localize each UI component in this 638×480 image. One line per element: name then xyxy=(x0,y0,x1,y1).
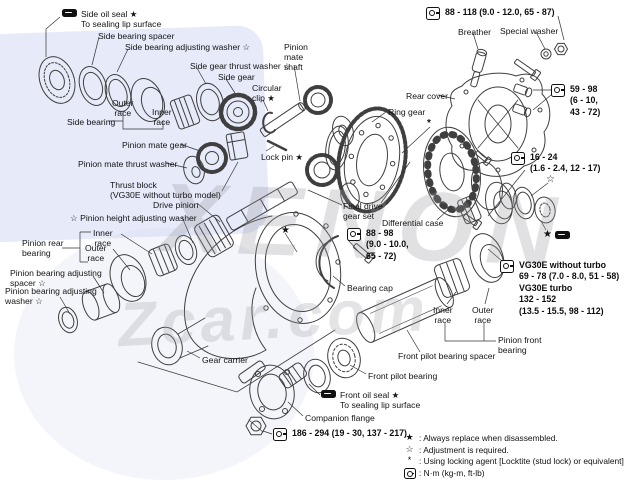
legend-text: : N·m (kg-m, ft-lb) xyxy=(419,467,485,478)
torque-88-118: 88 - 118 (9.0 - 12.0, 65 - 87) xyxy=(426,7,555,20)
label-pinion-rear-bearing: Pinion rear bearing xyxy=(22,238,64,259)
torque-value: VG30E without turbo 69 - 78 (7.0 - 8.0, … xyxy=(519,260,620,316)
label-pinion-mate-gear: Pinion mate gear xyxy=(122,140,187,150)
label-lock-pin: Lock pin ★ xyxy=(261,152,304,162)
label-companion-flange: Companion flange xyxy=(305,413,375,423)
label-bearing-cap: Bearing cap xyxy=(347,283,393,293)
filled-star-symbol: ★ xyxy=(405,432,414,442)
torque-value: 186 - 294 (19 - 30, 137 - 217) xyxy=(292,428,407,438)
label-side-bearing-adjusting-washer: Side bearing adjusting washer ☆ xyxy=(125,42,251,52)
label-pinion-mate-shaft: Pinion mate shaft xyxy=(284,42,308,73)
label-pinion-mate-thrust-washer: Pinion mate thrust washer xyxy=(78,159,178,169)
replace-lube-callout: ★ xyxy=(543,230,570,240)
legend-text: : Always replace when disassembled. xyxy=(419,433,558,443)
label-gear-carrier: Gear carrier xyxy=(202,355,248,365)
label-side-oil-seal: Side oil seal ★ To sealing lip surface xyxy=(81,9,162,30)
torque-value: 88 - 118 (9.0 - 12.0, 65 - 87) xyxy=(445,7,555,17)
label-side-bearing: Side bearing xyxy=(67,117,116,127)
label-side-gear-thrust-washer: Side gear thrust washer ☆ xyxy=(190,61,291,71)
locking-agent-asterisk: * xyxy=(427,118,431,129)
label-pinion-height-adjusting-washer: ☆ Pinion height adjusting washer xyxy=(70,213,197,223)
label-outer-race-front: Outer race xyxy=(472,305,494,326)
label-pinion-bearing-adjusting-washer: Pinion bearing adjusting washer ☆ xyxy=(5,286,97,307)
asterisk-symbol: * xyxy=(407,455,412,465)
torque-16-24: 16 - 24 (1.6 - 2.4, 12 - 17) xyxy=(511,152,600,175)
legend-row-adjustment: ☆ : Adjustment is required. xyxy=(403,443,624,455)
label-rear-cover: Rear cover xyxy=(406,91,449,101)
torque-59-98: 59 - 98 (6 - 10, 43 - 72) xyxy=(551,84,600,118)
label-pinion-bearing-adjusting-spacer: Pinion bearing adjusting spacer ☆ xyxy=(10,268,102,289)
front-oil-seal-callout: Front oil seal ★ To sealing lip surface xyxy=(321,390,420,410)
lube-icon xyxy=(62,9,77,17)
torque-icon xyxy=(500,260,514,273)
adjust-star-right: ☆ xyxy=(546,174,555,185)
label-side-bearing-spacer: Side bearing spacer xyxy=(98,31,175,41)
label-ring-gear: Ring gear xyxy=(388,107,426,117)
label-outer-race-side: Outer race xyxy=(112,98,134,119)
torque-value: 88 - 98 (9.0 - 10.0, 65 - 72) xyxy=(366,228,409,261)
label-circular-clip: Circular clip ★ xyxy=(252,83,282,104)
label-drive-pinion: Drive pinion xyxy=(153,200,199,210)
label-special-washer: Special washer xyxy=(500,26,559,36)
replace-star-right: ★ xyxy=(543,229,552,240)
lube-icon xyxy=(321,390,336,398)
label-differential-case: Differential case xyxy=(382,218,444,228)
legend-text: : Using locking agent [Locktite (stud lo… xyxy=(419,456,624,466)
legend-text: : Adjustment is required. xyxy=(419,444,509,455)
label-inner-race-side: Inner race xyxy=(152,107,172,128)
replace-star-carrier: ★ xyxy=(281,225,290,236)
side-oil-seal-callout: Side oil seal ★ To sealing lip surface xyxy=(62,9,161,29)
torque-icon xyxy=(551,84,565,97)
label-inner-race-rear: Inner race xyxy=(93,228,113,249)
label-pinion-front-bearing: Pinion front bearing xyxy=(498,335,542,356)
label-breather: Breather xyxy=(458,27,491,37)
label-front-oil-seal: Front oil seal ★ To sealing lip surface xyxy=(340,390,421,411)
legend-row-locking-agent: * : Using locking agent [Locktite (stud … xyxy=(403,455,624,466)
label-thrust-block: Thrust block (VG30E without turbo model) xyxy=(110,180,221,201)
torque-icon xyxy=(273,428,287,441)
torque-vg30e: VG30E without turbo 69 - 78 (7.0 - 8.0, … xyxy=(500,260,619,317)
label-side-gear: Side gear xyxy=(218,72,255,82)
open-star-symbol: ☆ xyxy=(405,443,414,454)
legend: ★ : Always replace when disassembled. ☆ … xyxy=(403,432,624,480)
torque-88-98: 88 - 98 (9.0 - 10.0, 65 - 72) xyxy=(347,228,409,262)
legend-row-replace: ★ : Always replace when disassembled. xyxy=(403,432,624,443)
label-outer-race-rear: Outer race xyxy=(85,243,107,264)
label-front-pilot-bearing: Front pilot bearing xyxy=(368,371,438,381)
torque-icon xyxy=(426,7,440,20)
watermark-circle xyxy=(14,228,314,480)
torque-icon xyxy=(347,228,361,241)
lube-icon xyxy=(554,231,570,239)
legend-row-torque-units: : N·m (kg-m, ft-lb) xyxy=(403,467,624,480)
torque-value: 59 - 98 (6 - 10, 43 - 72) xyxy=(570,84,601,117)
label-final-drive-gear-set: Final drive gear set xyxy=(343,201,383,222)
torque-value: 16 - 24 (1.6 - 2.4, 12 - 17) xyxy=(530,152,601,174)
torque-icon xyxy=(403,467,416,480)
torque-186-294: 186 - 294 (19 - 30, 137 - 217) xyxy=(273,428,407,441)
torque-icon xyxy=(511,152,525,165)
label-front-pilot-bearing-spacer: Front pilot bearing spacer xyxy=(398,351,496,361)
label-inner-race-front: Inner race xyxy=(433,305,453,326)
